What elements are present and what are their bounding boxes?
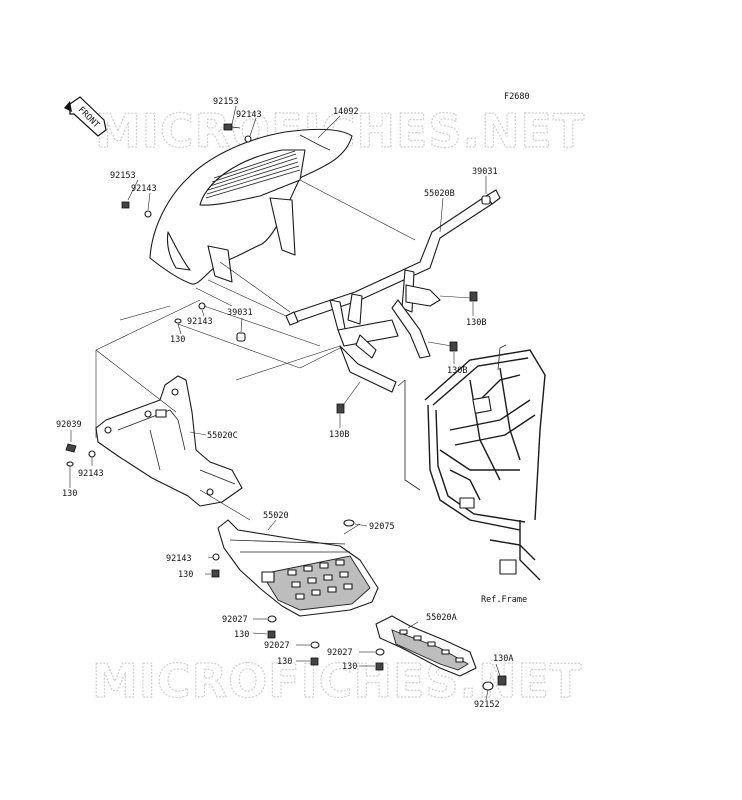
front-grille <box>205 150 301 199</box>
label-55020A: 55020A <box>426 613 457 623</box>
bolt-icon <box>310 657 319 666</box>
bolt-icon <box>174 318 182 324</box>
cap-icon <box>481 195 491 205</box>
collar-icon <box>310 641 320 649</box>
grommet-icon <box>343 519 355 527</box>
label-39031-mid: 39031 <box>227 308 253 318</box>
label-39031-right: 39031 <box>472 167 498 177</box>
bolt-icon <box>449 341 458 352</box>
front-cover-14092 <box>149 128 353 285</box>
label-ref-frame: Ref.Frame <box>481 595 527 605</box>
label-130-e: 130 <box>342 662 357 672</box>
label-92143-top: 92143 <box>236 110 262 120</box>
washer-icon <box>244 135 252 143</box>
front-arrow-icon: FRONT <box>64 96 107 137</box>
label-130-b: 130 <box>178 570 193 580</box>
bolt-icon <box>497 675 507 686</box>
washer-icon <box>144 210 152 218</box>
bolt-icon <box>223 123 241 131</box>
label-92027-c: 92027 <box>327 648 353 658</box>
label-92143-mid: 92143 <box>187 317 213 327</box>
label-130-d: 130 <box>277 657 292 667</box>
front-guard-55020B <box>285 189 501 393</box>
hardware <box>65 123 507 691</box>
label-92027-a: 92027 <box>222 615 248 625</box>
label-92153-top: 92153 <box>213 97 239 107</box>
label-92153-left: 92153 <box>110 171 136 181</box>
label-130B-b: 130B <box>447 366 467 376</box>
label-92143-low: 92143 <box>78 469 104 479</box>
bolt-icon <box>267 630 276 639</box>
leader-lines <box>69 105 501 701</box>
label-14092: 14092 <box>333 107 359 117</box>
collar-icon <box>375 648 385 656</box>
label-130-low: 130 <box>62 489 77 499</box>
washer-icon <box>212 553 220 561</box>
skid-plate-55020C <box>95 375 243 507</box>
label-92075: 92075 <box>369 522 395 532</box>
figure-code: F2680 <box>504 92 530 102</box>
washer-icon <box>198 302 206 310</box>
washer-icon <box>482 681 494 691</box>
bolt-icon <box>469 291 478 302</box>
label-92027-b: 92027 <box>264 641 290 651</box>
label-130-mid: 130 <box>170 335 185 345</box>
skid-plate-55020 <box>217 519 379 617</box>
bolt-icon <box>375 662 384 671</box>
label-92143-left: 92143 <box>131 184 157 194</box>
label-92143-b: 92143 <box>166 554 192 564</box>
washer-icon <box>88 450 96 458</box>
label-55020: 55020 <box>263 511 289 521</box>
bolt-icon <box>66 461 74 467</box>
collar-icon <box>267 615 277 623</box>
label-55020C: 55020C <box>207 431 238 441</box>
cap-icon <box>236 332 246 342</box>
label-55020B: 55020B <box>424 189 455 199</box>
clip-icon <box>65 443 77 453</box>
part-labels: 92153 92143 14092 92153 92143 39031 5502… <box>56 97 527 710</box>
bolt-icon <box>336 403 345 414</box>
reference-frame <box>404 344 546 581</box>
skid-plate-55020A <box>375 615 477 677</box>
label-130A: 130A <box>493 654 513 664</box>
skid-plate-holes <box>287 559 353 600</box>
bolt-icon <box>121 201 130 209</box>
label-130B-c: 130B <box>329 430 349 440</box>
label-130-c: 130 <box>234 630 249 640</box>
label-92039: 92039 <box>56 420 82 430</box>
label-130B-a: 130B <box>466 318 486 328</box>
bolt-icon <box>211 569 220 578</box>
label-92152: 92152 <box>474 700 500 710</box>
